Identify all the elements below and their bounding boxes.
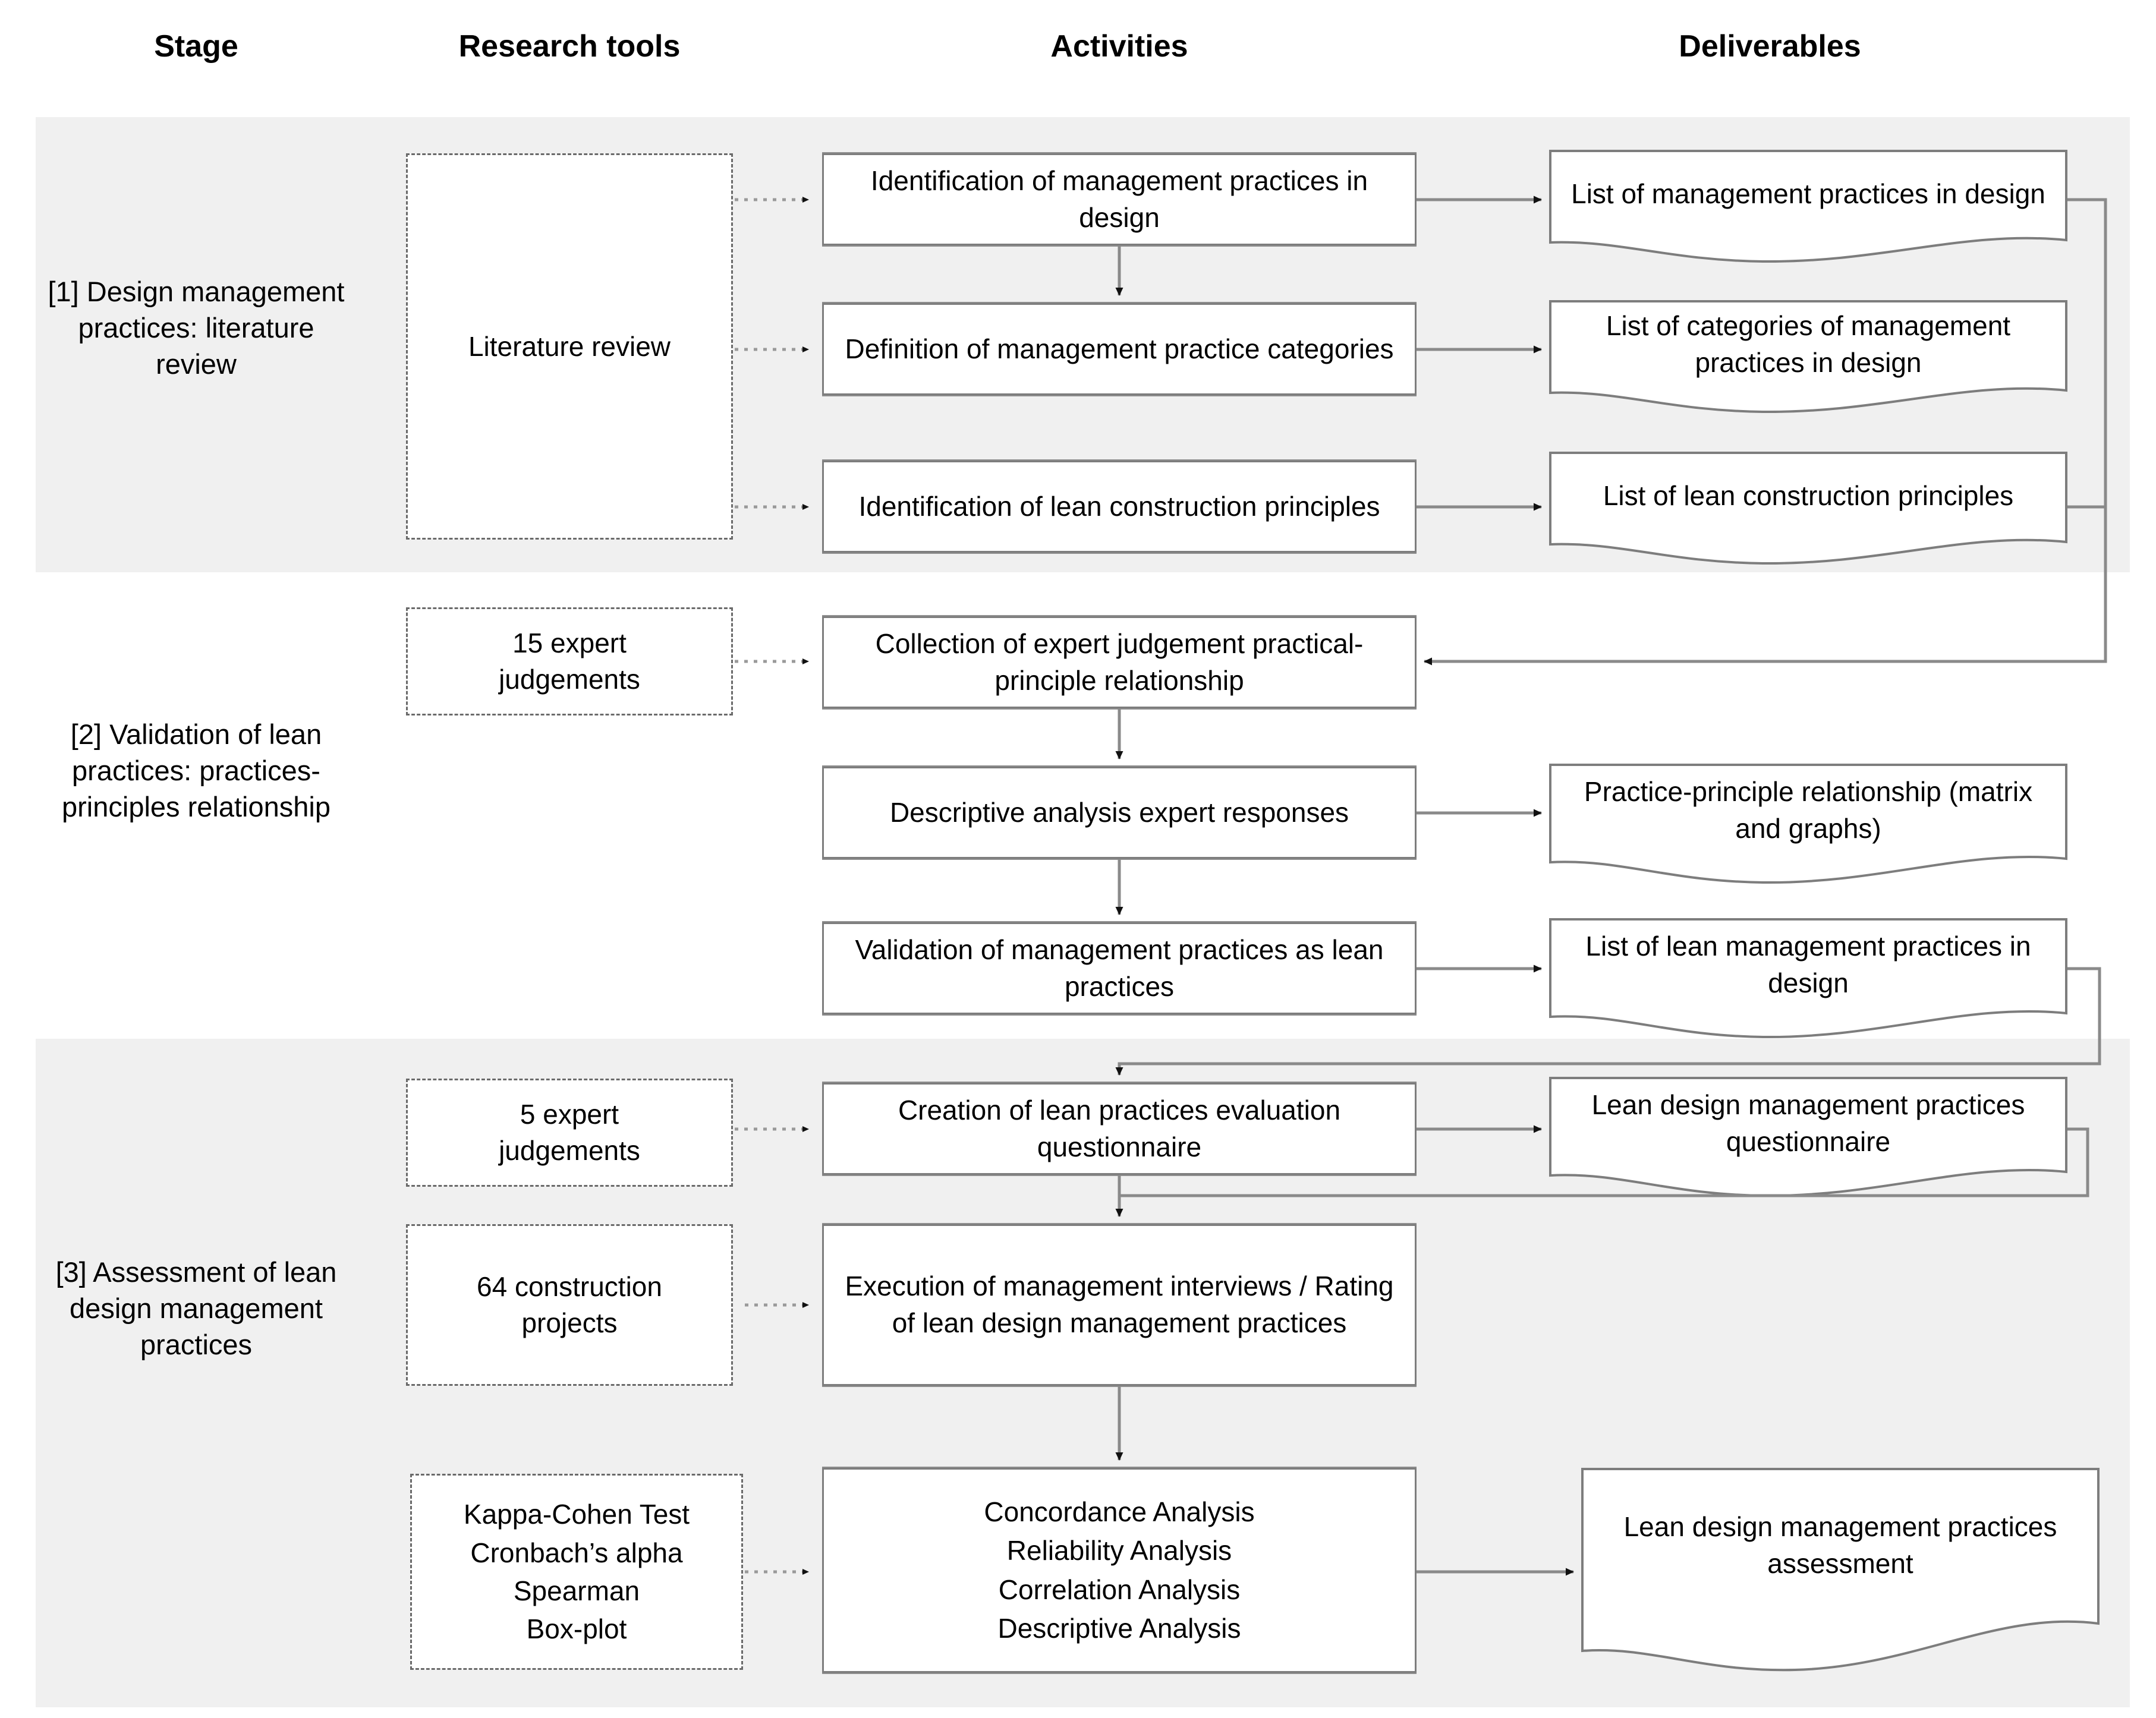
stage-label-2: [2] Validation of lean practices: practi… [62, 718, 331, 823]
stage-label-1: [1] Design management practices: literat… [48, 276, 345, 380]
deliverable-list-management-practices[interactable]: List of management practices in design [1549, 150, 2067, 263]
deliverable-list-lean-principles[interactable]: List of lean construction principles [1549, 452, 2067, 565]
tool-literature-review[interactable]: Literature review [406, 153, 733, 540]
column-header-stage: Stage [154, 29, 238, 64]
tool-statistical-tests[interactable]: Kappa-Cohen Test Cronbach’s alpha Spearm… [410, 1474, 743, 1670]
stage-label-3: [3] Assessment of lean design management… [55, 1256, 337, 1361]
tool-64-construction-projects[interactable]: 64 construction projects [406, 1224, 733, 1386]
activity-identify-lean-principles[interactable]: Identification of lean construction prin… [822, 461, 1417, 553]
deliverable-label: Lean design management practices assessm… [1623, 1511, 2057, 1579]
deliverable-list-lean-management-practices[interactable]: List of lean management practices in des… [1549, 918, 2067, 1040]
tool-5-expert-judgements[interactable]: 5 expert judgements [406, 1079, 733, 1187]
activity-define-practice-categories[interactable]: Definition of management practice catego… [822, 303, 1417, 395]
activity-identify-management-practices[interactable]: Identification of management practices i… [822, 153, 1417, 245]
deliverable-label: Lean design management practices questio… [1591, 1089, 2025, 1157]
column-header-research-tools: Research tools [458, 29, 681, 64]
deliverable-label: List of lean construction principles [1603, 480, 2014, 512]
activity-validate-as-lean-practices[interactable]: Validation of management practices as le… [822, 922, 1417, 1014]
deliverable-label: Practice-principle relationship (matrix … [1584, 776, 2033, 844]
deliverable-questionnaire[interactable]: Lean design management practices questio… [1549, 1077, 2067, 1199]
deliverable-practice-principle-relationship[interactable]: Practice-principle relationship (matrix … [1549, 764, 2067, 885]
activity-analyses[interactable]: Concordance Analysis Reliability Analysi… [822, 1468, 1417, 1673]
tool-15-expert-judgements[interactable]: 15 expert judgements [406, 607, 733, 715]
activity-collect-expert-judgement[interactable]: Collection of expert judgement practical… [822, 616, 1417, 708]
document-shape-icon [1549, 764, 2067, 884]
activity-execute-interviews[interactable]: Execution of management interviews / Rat… [822, 1224, 1417, 1386]
activity-descriptive-analysis-responses[interactable]: Descriptive analysis expert responses [822, 767, 1417, 859]
deliverable-list-categories[interactable]: List of categories of management practic… [1549, 300, 2067, 413]
deliverable-label: List of lean management practices in des… [1585, 931, 2031, 998]
deliverable-label: List of management practices in design [1571, 178, 2045, 210]
deliverable-assessment[interactable]: Lean design management practices assessm… [1581, 1468, 2100, 1673]
column-header-activities: Activities [1050, 29, 1188, 64]
deliverable-label: List of categories of management practic… [1606, 310, 2011, 378]
column-header-deliverables: Deliverables [1679, 29, 1861, 64]
document-shape-icon [1581, 1468, 2100, 1672]
activity-create-questionnaire[interactable]: Creation of lean practices evaluation qu… [822, 1083, 1417, 1175]
